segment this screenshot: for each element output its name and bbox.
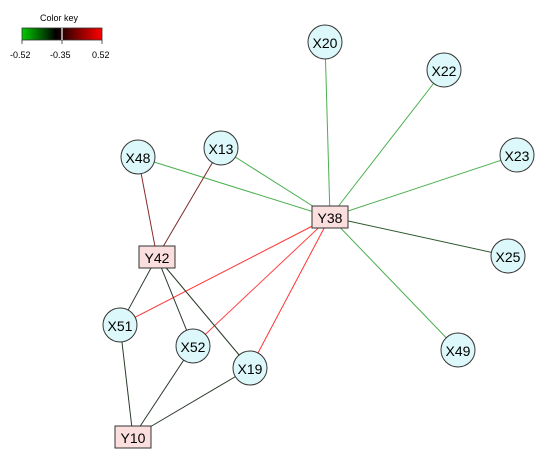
color-key: Color key -0.52 -0.35 0.52 bbox=[10, 13, 110, 60]
node-x13[interactable]: X13 bbox=[203, 130, 239, 166]
edge-layer bbox=[119, 41, 518, 438]
node-circle bbox=[232, 350, 268, 386]
node-rect bbox=[311, 205, 349, 229]
node-x19[interactable]: X19 bbox=[232, 350, 268, 386]
node-label: X52 bbox=[181, 339, 206, 355]
node-circle bbox=[120, 139, 156, 175]
edge-y38-x48 bbox=[137, 156, 331, 218]
edge-y38-x52 bbox=[192, 216, 331, 347]
node-rect bbox=[138, 245, 176, 269]
edge-y10-x51 bbox=[119, 324, 134, 438]
node-circle bbox=[102, 307, 138, 343]
node-circle bbox=[490, 238, 526, 274]
node-label: X19 bbox=[238, 361, 263, 377]
edge-y10-x19 bbox=[132, 367, 251, 438]
node-x22[interactable]: X22 bbox=[426, 52, 462, 88]
node-y38[interactable]: Y38 bbox=[311, 205, 349, 229]
node-x25[interactable]: X25 bbox=[490, 238, 526, 274]
edge-y38-x19 bbox=[249, 216, 331, 369]
edge-y38-x51 bbox=[119, 216, 331, 326]
node-x52[interactable]: X52 bbox=[175, 328, 211, 364]
node-label: X23 bbox=[505, 148, 530, 164]
node-label: Y42 bbox=[145, 250, 170, 266]
node-label: X22 bbox=[432, 63, 457, 79]
edge-y42-x13 bbox=[156, 147, 222, 258]
node-circle bbox=[426, 52, 462, 88]
node-rect bbox=[114, 425, 152, 449]
node-label: X49 bbox=[446, 343, 471, 359]
node-circle bbox=[440, 332, 476, 368]
node-x23[interactable]: X23 bbox=[499, 137, 535, 173]
node-circle bbox=[307, 24, 343, 60]
color-key-tick-mid: -0.35 bbox=[50, 50, 71, 60]
node-label: Y10 bbox=[121, 430, 146, 446]
node-x48[interactable]: X48 bbox=[120, 139, 156, 175]
node-label: X51 bbox=[108, 318, 133, 334]
node-x49[interactable]: X49 bbox=[440, 332, 476, 368]
color-key-tick-max: 0.52 bbox=[92, 50, 110, 60]
color-key-tick-min: -0.52 bbox=[10, 50, 31, 60]
node-x51[interactable]: X51 bbox=[102, 307, 138, 343]
node-circle bbox=[203, 130, 239, 166]
node-label: X25 bbox=[496, 249, 521, 265]
node-label: X48 bbox=[126, 150, 151, 166]
edge-y42-x19 bbox=[156, 256, 251, 369]
edge-y38-x49 bbox=[329, 216, 459, 351]
node-circle bbox=[499, 137, 535, 173]
node-circle bbox=[175, 328, 211, 364]
edge-y38-x20 bbox=[324, 41, 331, 218]
node-label: X13 bbox=[209, 141, 234, 157]
node-label: X20 bbox=[313, 35, 338, 51]
node-y42[interactable]: Y42 bbox=[138, 245, 176, 269]
node-x20[interactable]: X20 bbox=[307, 24, 343, 60]
color-key-title: Color key bbox=[40, 13, 79, 23]
node-label: Y38 bbox=[318, 210, 343, 226]
edge-y38-x22 bbox=[329, 69, 445, 218]
edge-y38-x25 bbox=[329, 216, 509, 257]
edge-y10-x52 bbox=[132, 345, 194, 438]
edge-y38-x23 bbox=[329, 154, 518, 218]
node-y10[interactable]: Y10 bbox=[114, 425, 152, 449]
